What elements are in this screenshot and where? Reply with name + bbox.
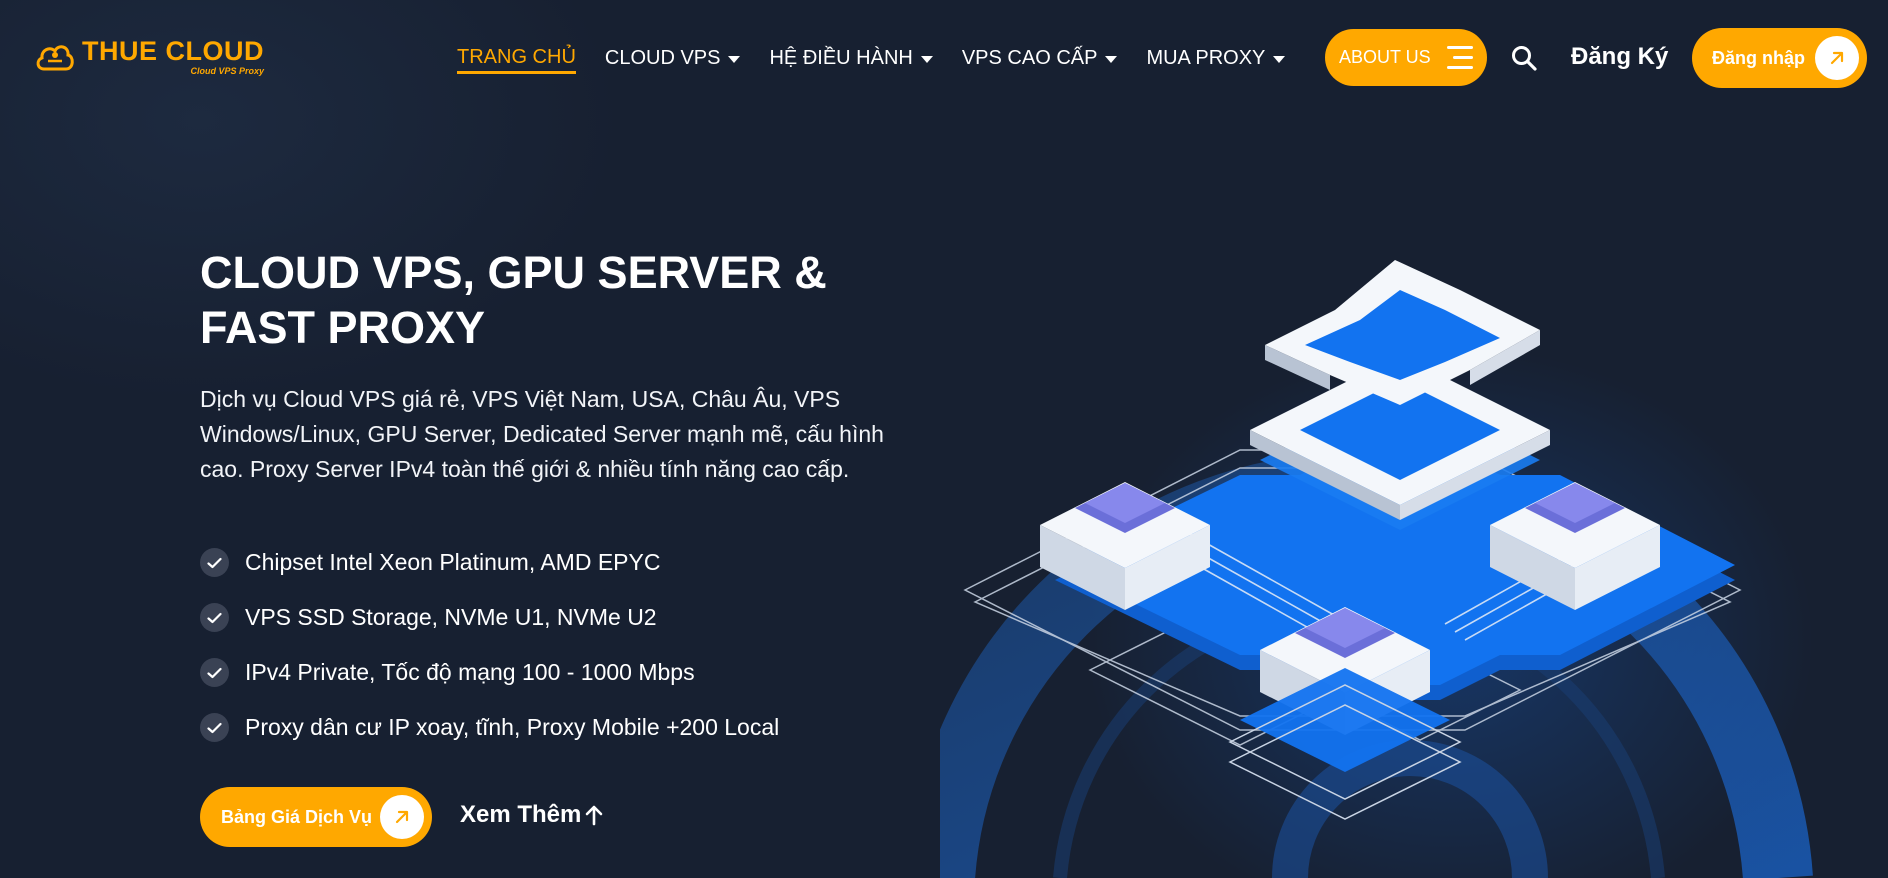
arrow-up-icon <box>586 805 603 826</box>
nav-item-label: CLOUD VPS <box>604 47 721 69</box>
hero-description: Dịch vụ Cloud VPS giá rẻ, VPS Việt Nam, … <box>200 386 884 482</box>
brand-tagline: Cloud VPS Proxy <box>190 66 264 76</box>
pricing-button[interactable]: Bảng Giá Dịch Vụ <box>200 787 432 847</box>
feature-text: IPv4 Private, Tốc độ mạng 100 - 1000 Mbp… <box>245 659 695 685</box>
check-icon <box>200 658 229 687</box>
nav-item-label: VPS CAO CẤP <box>961 47 1098 69</box>
nav-item-home[interactable]: TRANG CHỦ <box>457 43 576 74</box>
hero-title: CLOUD VPS, GPU SERVER & FAST PROXY <box>200 245 920 355</box>
stacked-frames <box>1250 260 1550 530</box>
nav-item-label: TRANG CHỦ <box>457 45 576 68</box>
about-us-label: ABOUT US <box>1339 47 1431 67</box>
list-item: IPv4 Private, Tốc độ mạng 100 - 1000 Mbp… <box>200 645 779 700</box>
check-icon <box>200 603 229 632</box>
nav-item-label: HỆ ĐIỀU HÀNH <box>769 47 913 69</box>
register-link[interactable]: Đăng Ký <box>1571 43 1669 70</box>
cloud-logo-icon <box>36 45 74 71</box>
search-icon[interactable] <box>1510 44 1538 72</box>
server-box-left <box>1040 482 1210 610</box>
nav-item-premium-vps[interactable]: VPS CAO CẤP <box>962 44 1118 74</box>
list-item: VPS SSD Storage, NVMe U1, NVMe U2 <box>200 590 779 645</box>
nav-item-label: MUA PROXY <box>1146 47 1266 69</box>
server-network-illustration <box>940 260 1813 878</box>
feature-list: Chipset Intel Xeon Platinum, AMD EPYC VP… <box>200 535 779 755</box>
arrow-up-right-icon <box>380 795 424 839</box>
nav-item-operating-system[interactable]: HỆ ĐIỀU HÀNH <box>769 44 933 74</box>
feature-text: Proxy dân cư IP xoay, tĩnh, Proxy Mobile… <box>245 714 780 740</box>
caret-down-icon <box>920 56 933 63</box>
feature-text: Chipset Intel Xeon Platinum, AMD EPYC <box>245 549 661 575</box>
server-box-right <box>1490 482 1660 610</box>
login-label: Đăng nhập <box>1712 47 1805 68</box>
hero-title-line-1: CLOUD VPS, GPU SERVER & <box>200 247 827 298</box>
front-platform <box>1228 668 1462 820</box>
see-more-link[interactable]: Xem Thêm <box>460 801 603 829</box>
hero-title-line-2: FAST PROXY <box>200 302 486 353</box>
feature-text: VPS SSD Storage, NVMe U1, NVMe U2 <box>245 604 657 630</box>
list-item: Chipset Intel Xeon Platinum, AMD EPYC <box>200 535 779 590</box>
nav-item-buy-proxy[interactable]: MUA PROXY <box>1146 44 1286 74</box>
about-us-button[interactable]: ABOUT US <box>1325 29 1487 86</box>
check-icon <box>200 713 229 742</box>
site-logo[interactable]: THUE CLOUD Cloud VPS Proxy <box>34 38 264 76</box>
arrow-up-right-icon <box>1815 36 1859 80</box>
see-more-label: Xem Thêm <box>460 801 582 828</box>
pricing-label: Bảng Giá Dịch Vụ <box>221 806 373 827</box>
caret-down-icon <box>728 56 741 63</box>
hamburger-icon <box>1447 46 1473 69</box>
caret-down-icon <box>1273 56 1286 63</box>
check-icon <box>200 548 229 577</box>
login-button[interactable]: Đăng nhập <box>1692 28 1867 88</box>
brand-name: THUE CLOUD <box>82 36 264 66</box>
caret-down-icon <box>1105 56 1118 63</box>
list-item: Proxy dân cư IP xoay, tĩnh, Proxy Mobile… <box>200 700 779 755</box>
main-nav: TRANG CHỦ CLOUD VPS HỆ ĐIỀU HÀNH VPS CAO… <box>457 43 1314 74</box>
nav-item-cloud-vps[interactable]: CLOUD VPS <box>605 44 741 74</box>
